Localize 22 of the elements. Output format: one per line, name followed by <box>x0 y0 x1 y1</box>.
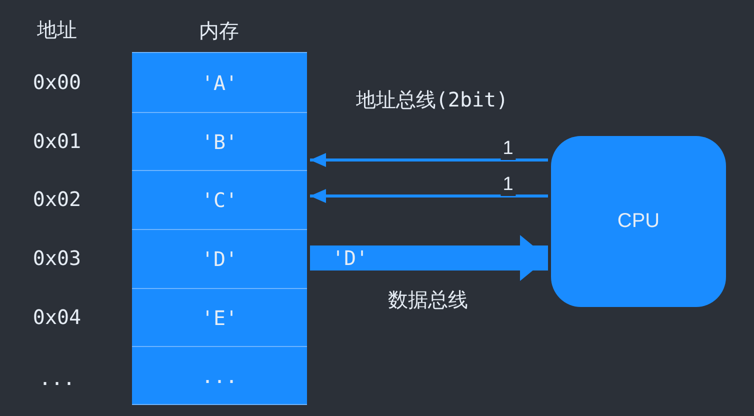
arrow <box>310 153 548 167</box>
memory-cell: 'B' <box>132 113 307 171</box>
cpu-box: CPU <box>551 136 726 307</box>
memory-cell: 'C' <box>132 171 307 230</box>
memory-cell: ... <box>132 347 307 405</box>
address-label: 0x03 <box>32 246 82 270</box>
address-label: ... <box>38 366 76 390</box>
edge-label: 1 <box>500 138 516 160</box>
address-label: 0x00 <box>32 70 82 94</box>
edge-label: 1 <box>500 174 516 196</box>
address-label: 0x02 <box>32 187 82 211</box>
bus-label: 地址总线(2bit) <box>356 86 508 114</box>
address-label: 0x01 <box>32 129 82 153</box>
arrow <box>310 235 548 281</box>
arrow <box>310 189 548 203</box>
address-label: 0x04 <box>32 305 82 329</box>
memory-cell: 'D' <box>132 230 307 289</box>
column-heading: 地址 <box>37 16 77 44</box>
bus-label: 数据总线 <box>388 286 468 314</box>
memory-cell: 'A' <box>132 53 307 113</box>
memory-cell: 'E' <box>132 289 307 347</box>
column-heading: 内存 <box>199 18 239 44</box>
